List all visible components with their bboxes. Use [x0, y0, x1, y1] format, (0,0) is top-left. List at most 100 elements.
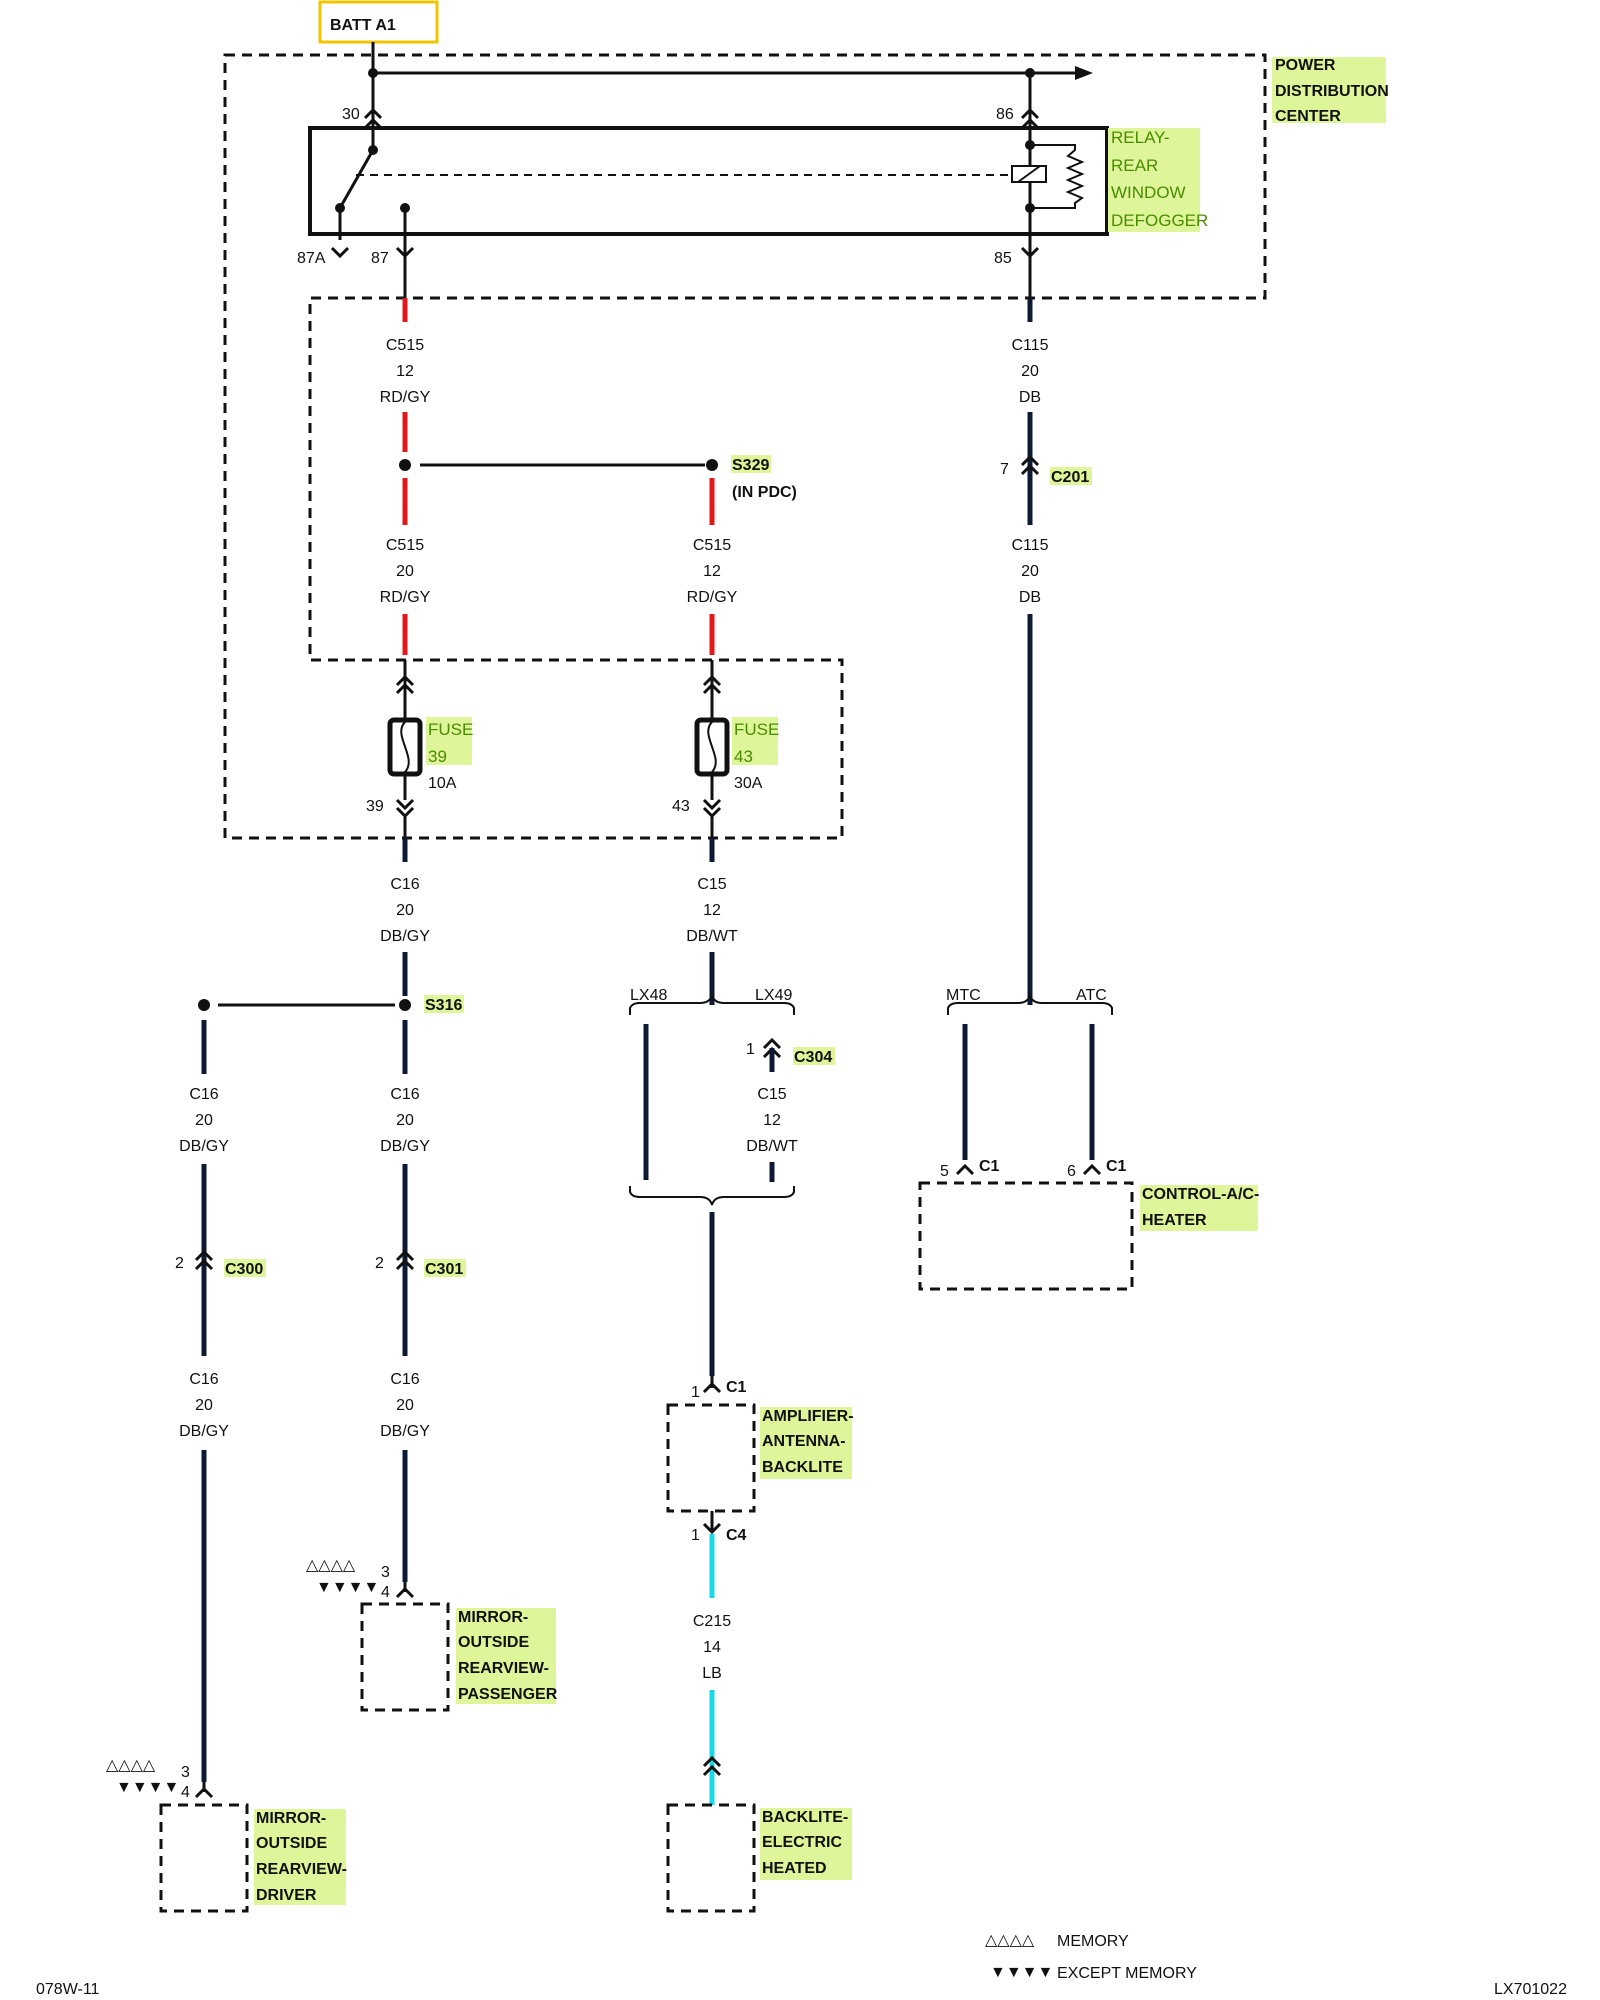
svg-text:12: 12: [703, 902, 721, 919]
relay-switch: [335, 107, 1010, 240]
connector-c1-b-pin: 6: [1067, 1163, 1076, 1180]
label-c16-l2: C16 20 DB/GY: [179, 1371, 229, 1440]
pin-87a-terminal: [330, 246, 350, 259]
svg-text:14: 14: [703, 1639, 721, 1656]
mirror-drv-pin4: 4: [181, 1784, 190, 1801]
svg-text:39: 39: [428, 747, 447, 766]
batt-label: BATT A1: [330, 17, 396, 34]
svg-text:C115: C115: [1011, 537, 1048, 554]
connector-c1-amp-pin: 1: [691, 1384, 700, 1401]
connector-c1-b: C1: [1106, 1158, 1127, 1175]
option-atc: ATC: [1076, 987, 1107, 1004]
connector-c301-pin: 2: [375, 1255, 384, 1272]
svg-text:DB/GY: DB/GY: [179, 1138, 229, 1155]
svg-text:MIRROR-: MIRROR-: [458, 1609, 528, 1626]
svg-text:DB/WT: DB/WT: [686, 928, 738, 945]
amplifier-box: [666, 1403, 756, 1513]
svg-text:DB: DB: [1019, 589, 1041, 606]
memory-symbol-drv: △△△△: [106, 1757, 156, 1774]
svg-text:C301: C301: [425, 1261, 463, 1278]
svg-text:HEATER: HEATER: [1142, 1212, 1207, 1229]
svg-text:C215: C215: [693, 1613, 731, 1630]
splice-s329-label: S329 (IN PDC): [731, 455, 797, 501]
label-c515-left: C515 20 RD/GY: [380, 537, 431, 606]
splice-s329-node-left: [399, 459, 411, 471]
svg-text:C16: C16: [390, 876, 419, 893]
svg-text:C15: C15: [697, 876, 726, 893]
svg-text:RELAY-: RELAY-: [1111, 128, 1170, 147]
svg-text:C16: C16: [189, 1086, 218, 1103]
svg-text:OUTSIDE: OUTSIDE: [256, 1835, 327, 1852]
svg-text:DEFOGGER: DEFOGGER: [1111, 211, 1208, 230]
except-memory-symbol-pass: ▼▼▼▼: [316, 1579, 379, 1596]
svg-text:REARVIEW-: REARVIEW-: [256, 1861, 347, 1878]
label-c115-top: C115 20 DB: [1011, 337, 1048, 406]
memory-symbol-pass: △△△△: [306, 1557, 356, 1574]
legend-except-symbol: ▼▼▼▼: [990, 1964, 1053, 1981]
svg-text:20: 20: [396, 902, 414, 919]
relay-coil: [1011, 107, 1085, 240]
svg-text:WINDOW: WINDOW: [1111, 183, 1186, 202]
connector-c300: [194, 1249, 214, 1271]
svg-text:(IN PDC): (IN PDC): [732, 484, 797, 501]
connector-c201-pin: 7: [1000, 461, 1009, 478]
batt-label-box: [318, 0, 439, 44]
mirror-driver-label: MIRROR- OUTSIDE REARVIEW- DRIVER: [254, 1809, 347, 1905]
connector-c201: [1020, 454, 1040, 476]
svg-text:BACKLITE-: BACKLITE-: [762, 1809, 848, 1826]
svg-text:C16: C16: [390, 1086, 419, 1103]
mirror-pass-pin4: 4: [381, 1584, 390, 1601]
except-memory-symbol-drv: ▼▼▼▼: [116, 1779, 179, 1796]
svg-text:FUSE: FUSE: [734, 720, 779, 739]
connector-c300-pin: 2: [175, 1255, 184, 1272]
svg-text:HEATED: HEATED: [762, 1860, 827, 1877]
svg-text:43: 43: [734, 747, 753, 766]
svg-text:LB: LB: [702, 1665, 722, 1682]
svg-text:C515: C515: [386, 337, 424, 354]
option-mtc: MTC: [946, 987, 981, 1004]
backlite-label: BACKLITE- ELECTRIC HEATED: [760, 1808, 852, 1880]
svg-text:FUSE: FUSE: [428, 720, 473, 739]
label-c16-l1: C16 20 DB/GY: [179, 1086, 229, 1155]
label-c15-a: C15 12 DB/WT: [686, 876, 738, 945]
svg-text:REAR: REAR: [1111, 156, 1158, 175]
svg-text:DB/WT: DB/WT: [746, 1138, 798, 1155]
svg-text:DB: DB: [1019, 389, 1041, 406]
label-c115-bot: C115 20 DB: [1011, 537, 1048, 606]
svg-text:CENTER: CENTER: [1275, 108, 1341, 125]
connector-c304-pin: 1: [746, 1041, 755, 1058]
svg-text:12: 12: [763, 1112, 781, 1129]
svg-text:C16: C16: [189, 1371, 218, 1388]
svg-text:DB/GY: DB/GY: [179, 1423, 229, 1440]
connector-c1-a-pin: 5: [940, 1163, 949, 1180]
svg-text:REARVIEW-: REARVIEW-: [458, 1660, 549, 1677]
label-c15-b: C15 12 DB/WT: [746, 1086, 798, 1155]
battery-bus: [368, 42, 1093, 125]
option-brace-top: [629, 994, 795, 1015]
svg-text:DB/GY: DB/GY: [380, 1423, 430, 1440]
mirror-passenger-box: [360, 1602, 450, 1712]
svg-text:S329: S329: [732, 457, 769, 474]
legend-memory: MEMORY: [1057, 1933, 1129, 1950]
splice-s316-label: S316: [424, 995, 464, 1014]
svg-text:C16: C16: [390, 1371, 419, 1388]
connector-c4-pin: 1: [691, 1527, 700, 1544]
backlite-connector: [702, 1755, 722, 1777]
legend-except-memory: EXCEPT MEMORY: [1057, 1965, 1197, 1982]
svg-text:OUTSIDE: OUTSIDE: [458, 1634, 529, 1651]
svg-text:RD/GY: RD/GY: [380, 389, 431, 406]
svg-text:C304: C304: [794, 1049, 832, 1066]
svg-text:C515: C515: [693, 537, 731, 554]
relay-pin-87: 87: [371, 250, 389, 267]
svg-text:RD/GY: RD/GY: [687, 589, 738, 606]
svg-text:20: 20: [396, 1397, 414, 1414]
footer-left: 078W-11: [36, 1981, 100, 1998]
svg-text:PASSENGER: PASSENGER: [458, 1686, 558, 1703]
splice-s316-node-left: [198, 999, 210, 1011]
fuse-39-rating: 10A: [428, 775, 457, 792]
backlite-box: [666, 1803, 756, 1913]
fuse-39-pin: 39: [366, 798, 384, 815]
control-ac-heater-label: CONTROL-A/C- HEATER: [1140, 1185, 1259, 1231]
connector-c304-label: C304: [793, 1047, 835, 1066]
